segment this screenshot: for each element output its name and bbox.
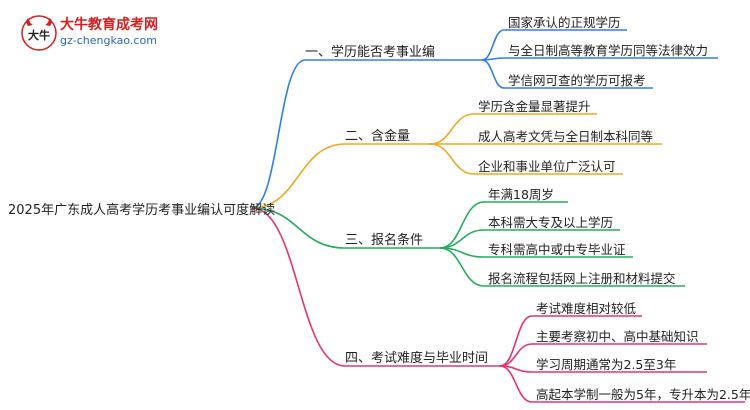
leaf-topic: 主要考察初中、高中基础知识 bbox=[536, 329, 699, 344]
leaf-topic: 年满18周岁 bbox=[488, 187, 554, 202]
leaf-connector bbox=[499, 343, 707, 367]
leaf-connector bbox=[429, 113, 597, 145]
branch-topic: 一、学历能否考事业编 bbox=[305, 45, 436, 60]
leaf-connector bbox=[439, 201, 568, 249]
leaf-connector bbox=[429, 143, 623, 175]
leaf-topic: 本科需大专及以上学历 bbox=[488, 215, 614, 230]
leaf-connector bbox=[439, 229, 620, 249]
logo-title: 大牛教育成考网 bbox=[60, 17, 158, 33]
leaf-connector bbox=[481, 29, 627, 61]
leaf-topic: 成人高考文凭与全日制本科同等 bbox=[478, 129, 654, 144]
leaf-topic: 国家承认的正规学历 bbox=[508, 15, 621, 30]
leaf-topic: 高起本学制一般为5年，专升本为2.5年 bbox=[536, 387, 750, 402]
root-topic: 2025年广东成人高考学历考事业编认可度解读 bbox=[8, 203, 276, 218]
branch-connector bbox=[251, 143, 430, 209]
logo-mark-text: 大牛 bbox=[28, 28, 50, 42]
leaf-topic: 学习周期通常为2.5至3年 bbox=[536, 357, 677, 372]
branch-topic: 三、报名条件 bbox=[345, 233, 424, 248]
leaf-topic: 考试难度相对较低 bbox=[536, 301, 637, 316]
leaf-connector bbox=[481, 59, 653, 89]
leaf-topic: 企业和事业单位广泛认可 bbox=[478, 159, 616, 174]
leaf-topic: 学信网可查的学历可报考 bbox=[508, 73, 646, 88]
branch-connector bbox=[251, 207, 500, 367]
leaf-connector bbox=[499, 365, 745, 403]
branch-topic: 四、考试难度与毕业时间 bbox=[345, 351, 489, 366]
logo: 大牛 大牛教育成考网 gz-chengkao.com bbox=[20, 12, 190, 54]
leaf-connector bbox=[499, 315, 642, 367]
leaf-topic: 学历含金量显著提升 bbox=[478, 99, 591, 114]
branch-topic: 二、含金量 bbox=[345, 129, 411, 144]
branch-connector bbox=[251, 59, 482, 209]
leaf-connector bbox=[439, 247, 685, 287]
branch-connector bbox=[251, 207, 440, 249]
logo-url[interactable]: gz-chengkao.com bbox=[60, 34, 157, 47]
leaf-topic: 报名流程包括网上注册和材料提交 bbox=[488, 271, 676, 286]
leaf-topic: 与全日制高等教育学历同等法律效力 bbox=[508, 43, 709, 58]
bull-logo-icon: 大牛 bbox=[21, 15, 57, 51]
leaf-topic: 专科需高中或中专毕业证 bbox=[488, 242, 626, 257]
